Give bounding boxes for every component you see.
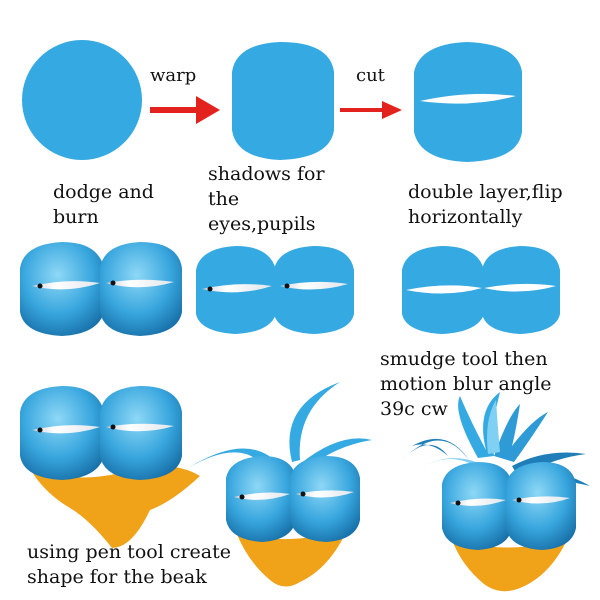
- step-shadow-eyes: [196, 246, 354, 334]
- step-circle: [22, 40, 142, 160]
- dodge-burn-label: dodge and burn: [53, 180, 203, 230]
- warp-label: warp: [150, 63, 196, 88]
- step-warped-shape: [232, 42, 334, 160]
- step-dodge-burn-eyes: [20, 242, 182, 336]
- step-cut-shape: [414, 42, 522, 162]
- step-beak-bird: [20, 386, 200, 548]
- pen-tool-label: using pen tool create shape for the beak: [27, 540, 267, 590]
- cut-label: cut: [356, 63, 385, 88]
- right-arrow-icon: [340, 101, 402, 119]
- smudge-label: smudge tool then motion blur angle 39c c…: [380, 347, 595, 422]
- step-double-layer-eyes: [402, 246, 560, 334]
- shadows-label: shadows for the eyes,pupils: [208, 162, 343, 237]
- double-layer-label: double layer,flip horizontally: [408, 180, 593, 230]
- right-arrow-icon: [150, 96, 220, 124]
